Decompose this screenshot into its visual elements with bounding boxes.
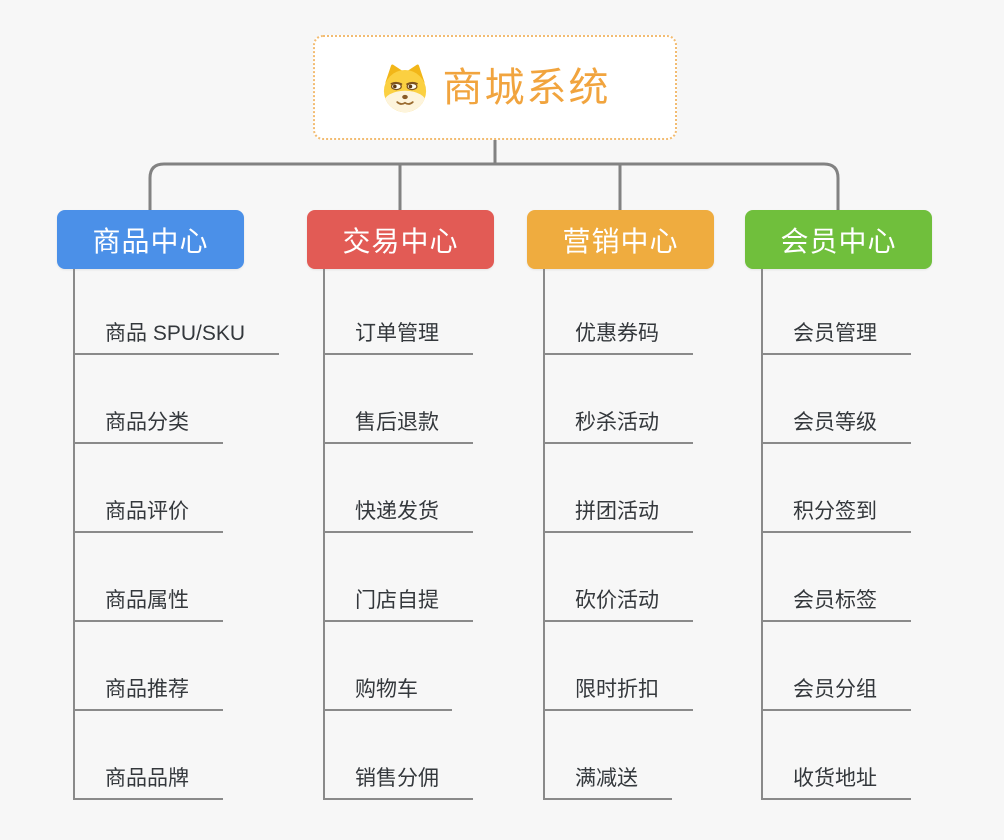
root-title: 商城系统 [442,65,611,110]
subtopic[interactable]: 满减送 [543,766,672,800]
subtopic[interactable]: 购物车 [323,677,452,711]
branch-topic-3[interactable]: 营销中心 [527,210,714,269]
branch-children-line [543,269,545,800]
subtopic[interactable]: 会员标签 [761,588,911,622]
subtopic[interactable]: 快递发货 [323,499,473,533]
branch-bus-line [148,162,840,210]
root-topic[interactable]: 商城系统 [313,35,677,140]
subtopic[interactable]: 优惠券码 [543,321,693,355]
subtopic[interactable]: 商品属性 [73,588,223,622]
subtopic[interactable]: 收货地址 [761,766,911,800]
doge-icon [383,64,426,112]
subtopic[interactable]: 积分签到 [761,499,911,533]
subtopic[interactable]: 会员分组 [761,677,911,711]
subtopic[interactable]: 砍价活动 [543,588,693,622]
subtopic[interactable]: 订单管理 [323,321,473,355]
subtopic[interactable]: 售后退款 [323,410,473,444]
branch-label: 交易中心 [342,225,459,257]
connector-lines [148,139,840,210]
subtopic[interactable]: 商品推荐 [73,677,223,711]
subtopic[interactable]: 销售分佣 [323,766,473,800]
subtopic[interactable]: 秒杀活动 [543,410,693,444]
branch-label: 商品中心 [92,225,209,257]
subtopic[interactable]: 商品品牌 [73,766,223,800]
branch-children-line [761,269,763,800]
branch-children-line [323,269,325,800]
subtopic[interactable]: 会员管理 [761,321,911,355]
subtopic[interactable]: 门店自提 [323,588,473,622]
subtopic[interactable]: 商品 SPU/SKU [73,321,280,355]
subtopic[interactable]: 会员等级 [761,410,911,444]
branch-label: 会员中心 [780,225,897,257]
subtopic[interactable]: 限时折扣 [543,677,693,711]
branch-topic-4[interactable]: 会员中心 [745,210,932,269]
branch-topic-1[interactable]: 商品中心 [57,210,244,269]
branch-topic-2[interactable]: 交易中心 [307,210,494,269]
branch-children-line [73,269,75,800]
subtopic[interactable]: 商品分类 [73,410,223,444]
branch-label: 营销中心 [562,225,679,257]
subtopic[interactable]: 拼团活动 [543,499,693,533]
subtopic[interactable]: 商品评价 [73,499,223,533]
